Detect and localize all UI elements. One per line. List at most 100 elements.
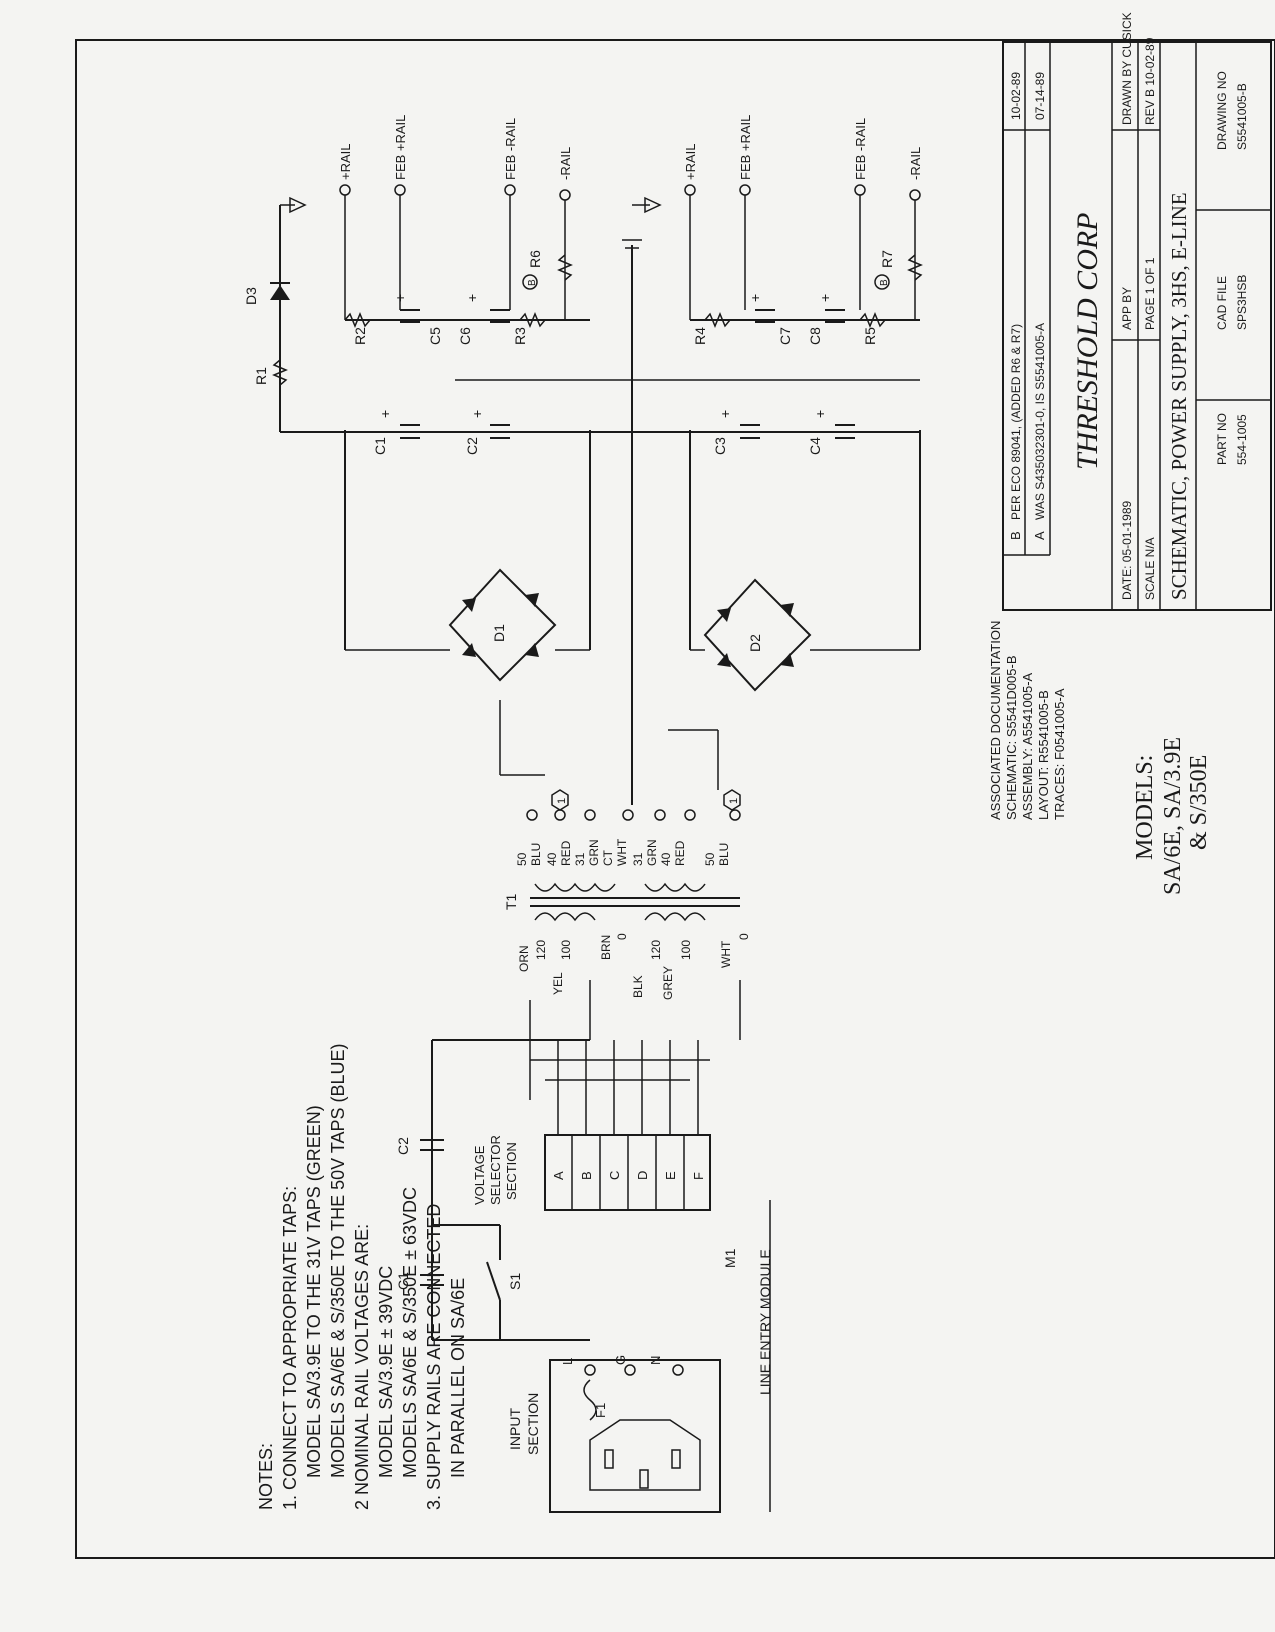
r7: R7 [879, 250, 895, 268]
note-line: IN PARALLEL ON SA/6E [448, 1278, 468, 1478]
pri-wire: ORN [517, 945, 531, 972]
plus: + [377, 410, 393, 418]
note-marker: 1 [728, 798, 740, 804]
r4-resistor-icon [704, 312, 731, 328]
out-minus-rail: -RAIL [558, 147, 573, 180]
sec-tap: 40 [659, 852, 673, 866]
vs-label-1: VOLTAGE [472, 1145, 487, 1205]
input-section: INPUT SECTION F1 L G N LINE ENTRY MODULE… [395, 1039, 773, 1513]
part-no-label: PART NO [1215, 413, 1229, 465]
vs-label-2: SELECTOR [488, 1135, 503, 1205]
sec-tap: 50 [515, 852, 529, 866]
plus: + [717, 410, 733, 418]
line-entry-module-label: LINE ENTRY MODULE [757, 1249, 773, 1395]
rev-b-bubble: B [527, 279, 538, 286]
scale-field: SCALE N/A [1143, 537, 1157, 600]
models-line-1: MODELS: [1132, 755, 1158, 860]
pri-tap: 100 [559, 940, 573, 960]
sec-wire: BLU [529, 843, 543, 866]
title-block: B PER ECO 89041, (ADDED R6 & R7) 10-02-8… [1002, 12, 1272, 611]
cad-file-label: CAD FILE [1215, 276, 1229, 330]
app-by-field: APP BY [1120, 287, 1134, 330]
voltage-selector: VOLTAGE SELECTOR SECTION A B C D E F [472, 980, 741, 1211]
rev-a-date: 07-14-89 [1033, 72, 1047, 120]
d1-label: D1 [491, 624, 507, 642]
models-line-3: & S/350E [1186, 755, 1212, 850]
input-label-1: INPUT [507, 1408, 523, 1450]
sec-tap: 31 [573, 852, 587, 866]
m1-label: M1 [722, 1248, 738, 1268]
sec-tap: 31 [631, 852, 645, 866]
models-label: MODELS: SA/6E, SA/3.9E & S/350E [1132, 737, 1212, 895]
page-field: PAGE 1 OF 1 [1143, 257, 1157, 330]
sec-wire: GRN [645, 839, 659, 866]
output-terminals: +RAIL FEB +RAIL FEB -RAIL -RAIL +RAIL FE… [338, 115, 923, 320]
drawing-no-value: S5541005-B [1235, 83, 1249, 150]
plus: + [469, 410, 485, 418]
c6: C6 [457, 327, 473, 345]
company-name: THRESHOLD CORP [1071, 212, 1104, 470]
rev-b-date: 10-02-89 [1009, 72, 1023, 120]
doc-heading: ASSOCIATED DOCUMENTATION [988, 621, 1003, 820]
c8: C8 [807, 327, 823, 345]
vs-pos-d: D [635, 1171, 650, 1180]
associated-documentation: ASSOCIATED DOCUMENTATION SCHEMATIC: S554… [988, 621, 1067, 820]
sec-wire: WHT [615, 838, 629, 866]
fuse-label: F1 [593, 1403, 608, 1418]
note-line: MODEL SA/3.9E TO THE 31V TAPS (GREEN) [304, 1105, 324, 1478]
models-line-2: SA/6E, SA/3.9E [1160, 737, 1186, 895]
sec-wire: BLU [717, 843, 731, 866]
pri-wire: GREY [661, 966, 675, 1000]
bridge-d2: D2 [689, 430, 921, 692]
tap-note-markers: 1 1 [499, 245, 741, 811]
note-line: MODELS SA/6E & S/350E TO THE 50V TAPS (B… [328, 1043, 348, 1478]
r4: R4 [692, 327, 708, 345]
drawn-by-field: DRAWN BY CUSICK [1120, 12, 1134, 125]
fuse-icon [583, 1379, 597, 1421]
out-minus-rail: -RAIL [908, 147, 923, 180]
r3: R3 [512, 327, 528, 345]
pri-wire: WHT [719, 940, 733, 968]
d3-led-icon [270, 285, 290, 300]
out-feb-minus-rail: FEB -RAIL [853, 118, 868, 180]
pin-g: G [613, 1355, 628, 1365]
pri-tap: 120 [649, 940, 663, 960]
schematic-title: SCHEMATIC, POWER SUPPLY, 3HS, E-LINE [1167, 192, 1191, 600]
drawing-border [75, 39, 1275, 1559]
vs-pos-c: C [607, 1171, 622, 1180]
doc-line: ASSEMBLY: A5541005-A [1020, 672, 1035, 820]
note-line: MODELS SA/6E & S/350E ± 63VDC [400, 1187, 420, 1478]
pri-wire: BRN [599, 935, 613, 960]
c7: C7 [777, 327, 793, 345]
part-no-value: 554-1005 [1235, 414, 1249, 465]
t1-label: T1 [503, 893, 519, 910]
s1-label: S1 [507, 1273, 523, 1290]
pri-wire: BLK [631, 975, 645, 998]
out-plus-rail: +RAIL [683, 144, 698, 181]
pri-wire: YEL [551, 972, 565, 995]
vs-pos-b: B [579, 1171, 594, 1180]
vs-pos-a: A [551, 1171, 566, 1180]
r1: R1 [253, 367, 269, 385]
c1-label: C1 [395, 1272, 411, 1290]
sec-wire: RED [559, 840, 573, 866]
note-marker: 1 [556, 798, 568, 804]
vs-pos-e: E [663, 1171, 678, 1180]
pri-tap: 100 [679, 940, 693, 960]
r2-resistor-icon [344, 312, 371, 328]
rev-a-marker: A [1032, 531, 1047, 540]
note-line: 1. CONNECT TO APPROPRIATE TAPS: [280, 1186, 300, 1510]
c1: C1 [372, 437, 388, 455]
rev-b-marker: B [1008, 531, 1023, 540]
pri-tap: 120 [534, 940, 548, 960]
r5: R5 [862, 327, 878, 345]
plus: + [817, 294, 833, 302]
out-feb-plus-rail: FEB +RAIL [738, 115, 753, 180]
drawing-no-label: DRAWING NO [1215, 71, 1229, 150]
sec-tap: CT [601, 849, 615, 866]
rev-b-bubble: B [879, 279, 890, 286]
sec-tap: 40 [545, 852, 559, 866]
sec-wire: RED [673, 840, 687, 866]
r5-resistor-icon [859, 312, 886, 328]
